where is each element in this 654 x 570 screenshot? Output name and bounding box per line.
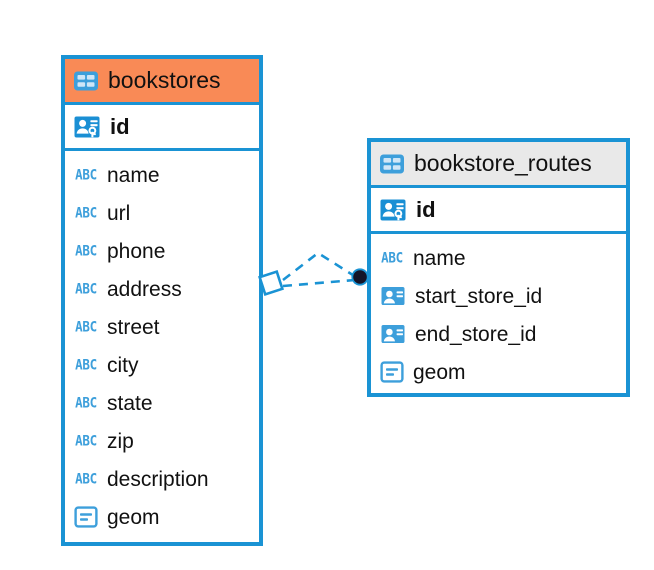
attribute-label: city bbox=[107, 353, 139, 377]
primary-key-icon bbox=[379, 196, 407, 224]
abc-text-icon: ABC bbox=[75, 317, 97, 335]
entity-title: bookstores bbox=[108, 67, 221, 93]
abc-text-icon: ABC bbox=[75, 203, 97, 221]
abc-text-icon: ABC bbox=[75, 431, 97, 449]
entity-header-bookstores[interactable]: bookstores bbox=[65, 59, 259, 105]
abc-text-icon: ABC bbox=[75, 469, 97, 487]
relationship-line-lower bbox=[282, 278, 356, 288]
attribute-label: zip bbox=[107, 429, 134, 453]
attribute-label: geom bbox=[413, 360, 466, 384]
entity-header-bookstore-routes[interactable]: bookstore_routes bbox=[371, 142, 626, 188]
primary-key-label: id bbox=[416, 196, 436, 222]
entity-attribute-list: ABC name ABC url ABC phone ABC bbox=[65, 151, 259, 540]
entity-title: bookstore_routes bbox=[414, 150, 592, 176]
primary-key-label: id bbox=[110, 113, 130, 139]
attribute-label: geom bbox=[107, 505, 160, 529]
table-icon bbox=[379, 151, 405, 177]
entity-row-geom[interactable]: geom bbox=[65, 498, 259, 536]
entity-bookstore-routes[interactable]: bookstore_routes id ABC bbox=[367, 138, 630, 397]
entity-row-start-store-id[interactable]: start_store_id bbox=[371, 277, 626, 315]
abc-text-icon: ABC bbox=[381, 248, 403, 266]
entity-row-primary-key[interactable]: id bbox=[371, 188, 626, 234]
geometry-icon bbox=[380, 360, 404, 384]
entity-bookstores[interactable]: bookstores id ABC bbox=[61, 55, 263, 546]
attribute-label: name bbox=[107, 163, 160, 187]
entity-row-name[interactable]: ABC name bbox=[65, 156, 259, 194]
entity-row-primary-key[interactable]: id bbox=[65, 105, 259, 151]
attribute-label: address bbox=[107, 277, 182, 301]
attribute-label: street bbox=[107, 315, 160, 339]
foreign-key-icon bbox=[380, 321, 406, 347]
abc-text-icon: ABC bbox=[75, 279, 97, 297]
entity-row-zip[interactable]: ABC zip bbox=[65, 422, 259, 460]
entity-row-end-store-id[interactable]: end_store_id bbox=[371, 315, 626, 353]
geometry-icon bbox=[74, 505, 98, 529]
attribute-label: description bbox=[107, 467, 209, 491]
diamond-marker bbox=[258, 270, 284, 296]
relationship-line-upper bbox=[282, 251, 357, 282]
attribute-label: name bbox=[413, 246, 466, 270]
entity-row-city[interactable]: ABC city bbox=[65, 346, 259, 384]
entity-attribute-list: ABC name start_store_id bbox=[371, 234, 626, 395]
entity-row-url[interactable]: ABC url bbox=[65, 194, 259, 232]
attribute-label: url bbox=[107, 201, 131, 225]
attribute-label: end_store_id bbox=[415, 322, 537, 346]
entity-row-name[interactable]: ABC name bbox=[371, 239, 626, 277]
foreign-key-icon bbox=[380, 283, 406, 309]
attribute-label: state bbox=[107, 391, 153, 415]
attribute-label: phone bbox=[107, 239, 166, 263]
primary-key-icon bbox=[73, 113, 101, 141]
entity-row-description[interactable]: ABC description bbox=[65, 460, 259, 498]
abc-text-icon: ABC bbox=[75, 241, 97, 259]
table-icon bbox=[73, 68, 99, 94]
abc-text-icon: ABC bbox=[75, 165, 97, 183]
entity-row-geom[interactable]: geom bbox=[371, 353, 626, 391]
entity-row-street[interactable]: ABC street bbox=[65, 308, 259, 346]
entity-row-state[interactable]: ABC state bbox=[65, 384, 259, 422]
entity-row-address[interactable]: ABC address bbox=[65, 270, 259, 308]
entity-row-phone[interactable]: ABC phone bbox=[65, 232, 259, 270]
abc-text-icon: ABC bbox=[75, 393, 97, 411]
abc-text-icon: ABC bbox=[75, 355, 97, 373]
attribute-label: start_store_id bbox=[415, 284, 543, 308]
